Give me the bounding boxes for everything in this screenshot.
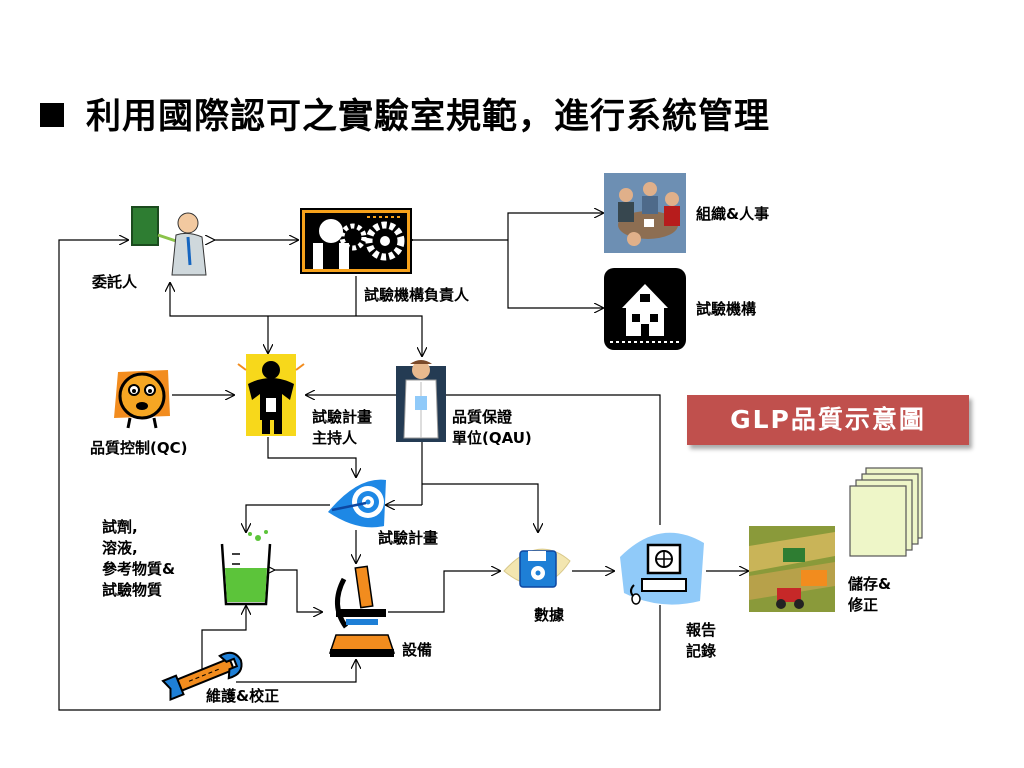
arrow-to-client-up bbox=[170, 283, 356, 317]
label-facility-manager: 試驗機構負責人 bbox=[364, 286, 470, 304]
target-arrow-icon bbox=[328, 479, 386, 528]
arrow-report-client-loop bbox=[58, 240, 661, 711]
arrow-materials-equipment bbox=[274, 570, 322, 612]
beaker-icon bbox=[220, 530, 272, 606]
arrow-qau-data bbox=[422, 483, 538, 532]
arrow-equipment-data bbox=[388, 571, 500, 613]
label-storage: 儲存& 修正 bbox=[848, 575, 892, 614]
connectors bbox=[58, 213, 748, 711]
label-equipment: 設備 bbox=[402, 641, 433, 659]
page-title: 利用國際認可之實驗室規範，進行系統管理 bbox=[40, 88, 770, 139]
label-qau: 品質保證 單位(QAU) bbox=[452, 408, 532, 447]
label-materials: 試劑, 溶液, 參考物質& 試驗物質 bbox=[102, 518, 176, 599]
doctor-icon bbox=[396, 360, 446, 442]
page-title-text: 利用國際認可之實驗室規範，進行系統管理 bbox=[86, 97, 771, 137]
arrow-maintenance-materials bbox=[201, 606, 246, 682]
microscope-icon bbox=[328, 565, 396, 657]
building-icon bbox=[604, 268, 686, 350]
meeting-people-icon bbox=[604, 173, 686, 253]
label-data: 數據 bbox=[534, 606, 565, 624]
arrow-director-plan bbox=[267, 437, 356, 477]
arrow-to-facility bbox=[507, 240, 603, 308]
glp-badge: GLP品質示意圖 bbox=[687, 395, 969, 445]
arrow-to-organization bbox=[507, 213, 603, 240]
arrow-maintenance-equipment bbox=[236, 660, 356, 683]
title-bullet bbox=[40, 103, 64, 127]
floppy-disk-icon bbox=[503, 548, 571, 588]
presenter-icon bbox=[131, 206, 207, 276]
gears-manager-icon bbox=[300, 208, 412, 274]
label-report: 報告 記錄 bbox=[686, 621, 717, 660]
document-stack-icon bbox=[849, 467, 923, 557]
label-qc: 品質控制(QC) bbox=[90, 439, 188, 457]
label-maintenance: 維護&校正 bbox=[206, 687, 280, 705]
computer-icon bbox=[620, 532, 704, 605]
label-facility: 試驗機構 bbox=[696, 300, 757, 318]
label-organization: 組織&人事 bbox=[696, 205, 770, 223]
label-study-director: 試驗計畫 主持人 bbox=[312, 408, 373, 447]
director-figure-icon bbox=[237, 354, 305, 436]
tractor-field-icon bbox=[749, 526, 835, 612]
label-study-plan: 試驗計畫 bbox=[378, 529, 439, 547]
worried-face-icon bbox=[114, 370, 170, 429]
arrow-plan-materials bbox=[246, 504, 330, 532]
arrow-to-qau bbox=[356, 315, 422, 356]
label-client: 委託人 bbox=[92, 273, 138, 291]
wrench-icon bbox=[161, 651, 243, 701]
